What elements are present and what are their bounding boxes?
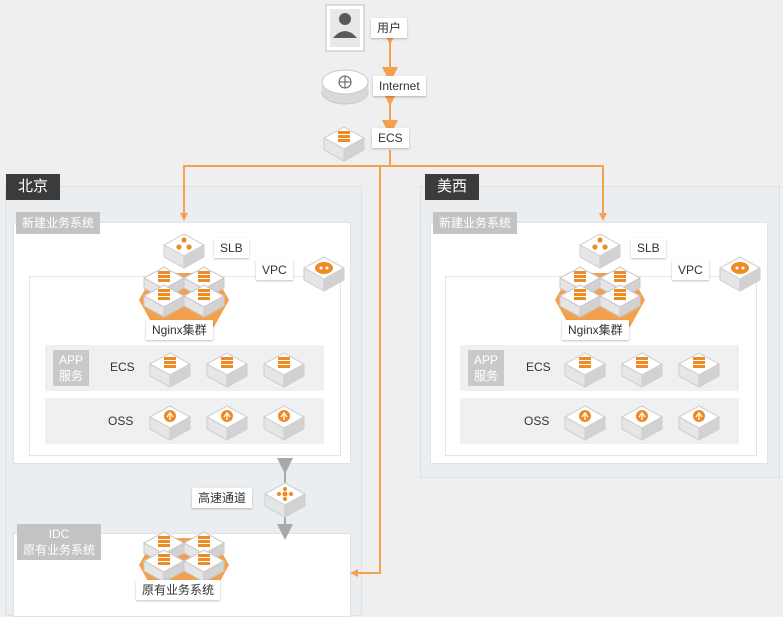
top-ecs-icon — [323, 126, 365, 162]
ecs-label: ECS — [372, 128, 409, 148]
meixi-app-label: APP 服务 — [468, 350, 504, 386]
beijing-oss-icon — [263, 405, 305, 441]
meixi-app-line1: APP — [473, 353, 498, 367]
beijing-slb-icon — [163, 233, 205, 269]
beijing-oss-icon — [206, 405, 248, 441]
meixi-nginx-label: Nginx集群 — [562, 320, 629, 340]
beijing-title: 北京 — [6, 174, 61, 200]
internet-router-icon — [321, 69, 369, 105]
express-connect-icon — [264, 482, 306, 518]
beijing-ecs-icon — [149, 352, 191, 388]
meixi-vpc-label: VPC — [672, 260, 709, 280]
meixi-app-line2: 服务 — [473, 369, 498, 383]
beijing-app-line1: APP — [58, 353, 83, 367]
meixi-nginx-cluster-icon — [555, 266, 645, 327]
beijing-app-line2: 服务 — [58, 369, 83, 383]
meixi-ecs-icon — [678, 352, 720, 388]
beijing-nginx-label: Nginx集群 — [146, 320, 213, 340]
meixi-ecs-label: ECS — [526, 360, 551, 374]
express-connect-label: 高速通道 — [192, 488, 253, 508]
ecs-distribution-lines — [183, 150, 604, 574]
meixi-slb-icon — [579, 233, 621, 269]
internet-label: Internet — [373, 76, 426, 96]
beijing-oss-label: OSS — [108, 414, 134, 428]
idc-tag-line1: IDC — [48, 527, 70, 541]
user-icon — [325, 4, 365, 52]
meixi-oss-icon — [621, 405, 663, 441]
meixi-oss-label: OSS — [524, 414, 550, 428]
meixi-oss-icon — [678, 405, 720, 441]
beijing-ecs-icon — [263, 352, 305, 388]
beijing-vpc-label: VPC — [256, 260, 293, 280]
meixi-ecs-icon — [564, 352, 606, 388]
beijing-slb-label: SLB — [214, 238, 249, 258]
meixi-vpc-icon — [719, 256, 761, 292]
meixi-oss-icon — [564, 405, 606, 441]
beijing-new-system-tag: 新建业务系统 — [16, 212, 101, 234]
idc-tag-line2: 原有业务系统 — [23, 543, 96, 557]
idc-tag: IDC 原有业务系统 — [17, 524, 102, 560]
beijing-oss-icon — [149, 405, 191, 441]
meixi-slb-label: SLB — [631, 238, 666, 258]
legacy-system-label: 原有业务系统 — [136, 580, 221, 600]
beijing-nginx-cluster-icon — [139, 266, 229, 327]
beijing-ecs-icon — [206, 352, 248, 388]
user-label: 用户 — [371, 18, 408, 38]
meixi-title: 美西 — [425, 174, 480, 200]
meixi-new-system-tag: 新建业务系统 — [433, 212, 518, 234]
meixi-ecs-icon — [621, 352, 663, 388]
beijing-ecs-label: ECS — [110, 360, 135, 374]
beijing-app-label: APP 服务 — [53, 350, 89, 386]
beijing-vpc-icon — [303, 256, 345, 292]
